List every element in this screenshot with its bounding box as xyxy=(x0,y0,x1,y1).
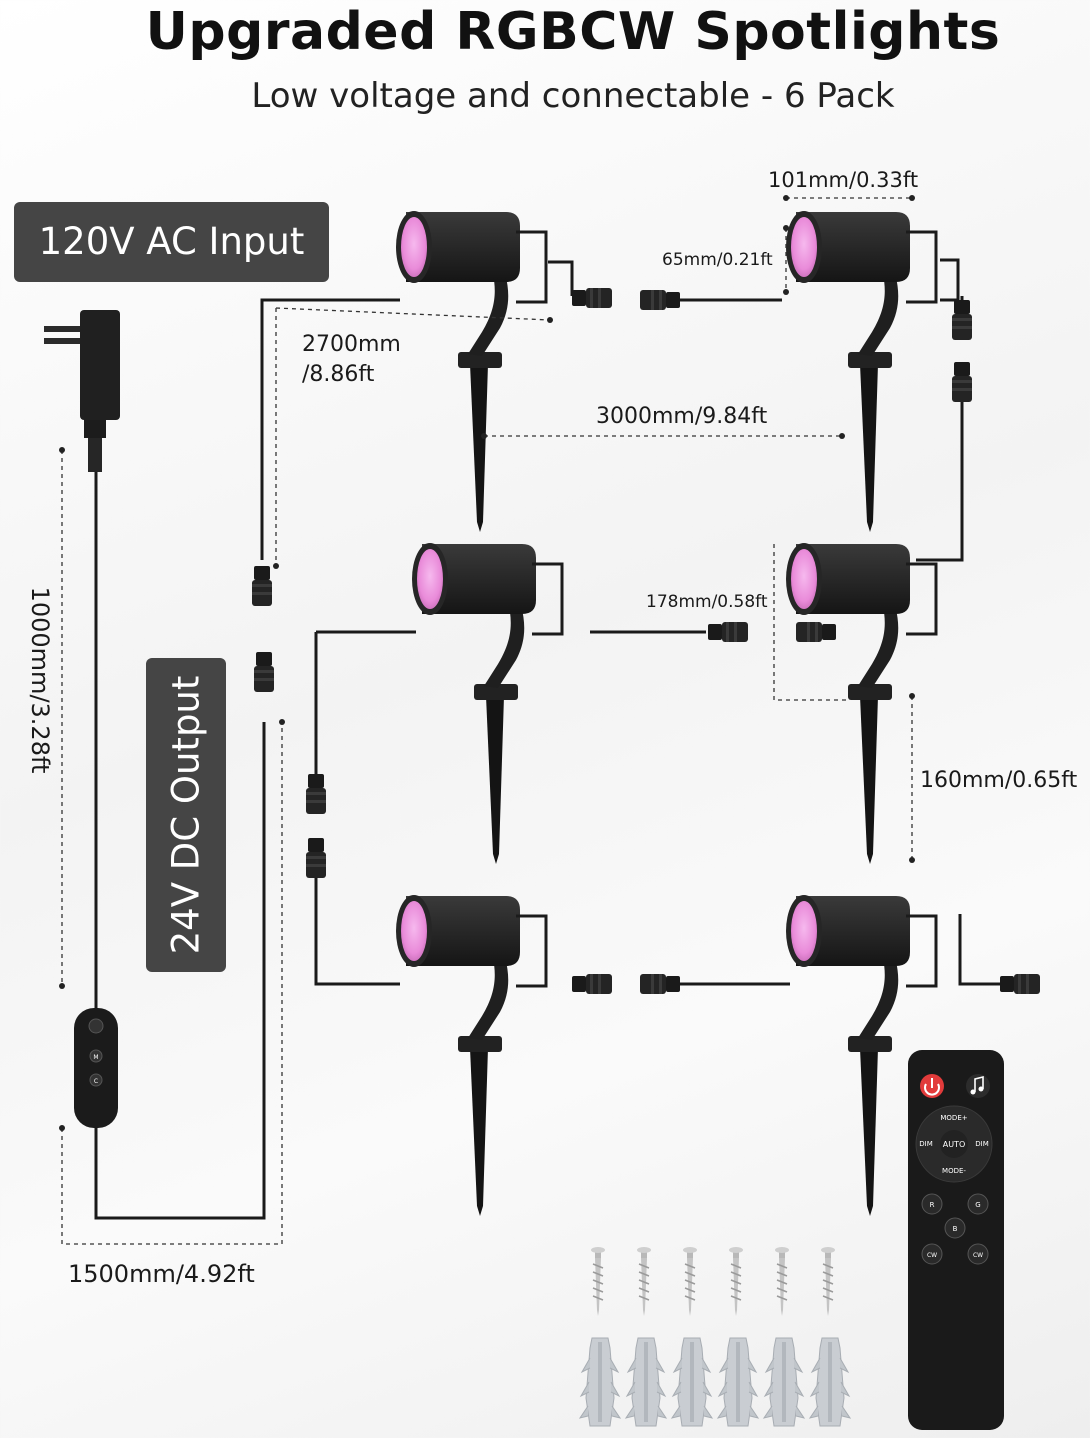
spotlight-4 xyxy=(784,541,938,866)
connector-2 xyxy=(640,290,680,310)
remote-auto: AUTO xyxy=(943,1140,966,1149)
controller-cable-label: 1500mm/4.92ft xyxy=(68,1260,255,1288)
page-title: Upgraded RGBCW Spotlights xyxy=(145,2,1001,62)
adapter-cable-label: 1000mm/3.28ft xyxy=(26,586,54,774)
spotlight-2 xyxy=(784,209,938,534)
page-subtitle: Low voltage and connectable - 6 Pack xyxy=(251,76,895,116)
remote-control: MODE+ MODE- DIM DIM AUTO R G B CW CW M C xyxy=(93,1050,1004,1430)
remote-g: G xyxy=(975,1201,980,1209)
lead-cable-line1: 2700mm xyxy=(302,332,401,357)
connector-1 xyxy=(572,288,612,308)
remote-b: B xyxy=(953,1225,958,1233)
head-width-label: 101mm/0.33ft xyxy=(768,168,919,192)
connector-3 xyxy=(952,300,972,340)
connector-9 xyxy=(572,974,612,994)
remote-cw-left: CW xyxy=(927,1252,937,1259)
connector-5 xyxy=(708,622,748,642)
dc-output-badge: 24V DC Output xyxy=(146,658,226,972)
controller-mode-label: M xyxy=(93,1054,98,1061)
connector-10 xyxy=(640,974,680,994)
connector-6 xyxy=(796,622,836,642)
controller-color-label: C xyxy=(94,1078,98,1085)
remote-mode-down: MODE- xyxy=(942,1167,966,1175)
connector-8 xyxy=(306,838,326,878)
stake-length-label: 160mm/0.65ft xyxy=(920,768,1078,793)
connector-11 xyxy=(1000,974,1040,994)
connector-cable-label: 178mm/0.58ft xyxy=(646,592,768,612)
wall-anchors xyxy=(579,1337,851,1427)
connector-7 xyxy=(306,774,326,814)
head-height-label: 65mm/0.21ft xyxy=(662,250,773,270)
light-spacing-label: 3000mm/9.84ft xyxy=(596,404,768,429)
connector-13 xyxy=(254,652,274,692)
mounting-screws xyxy=(590,1246,836,1317)
cables xyxy=(94,258,1000,1220)
remote-mode-up: MODE+ xyxy=(940,1114,967,1122)
connector-12 xyxy=(252,566,272,606)
spotlight-5 xyxy=(394,893,548,1218)
remote-cw-right: CW xyxy=(973,1252,983,1259)
spotlight-3 xyxy=(410,541,564,866)
remote-dim-left: DIM xyxy=(919,1140,933,1148)
connector-4 xyxy=(952,362,972,402)
dimension-dots xyxy=(59,195,915,1131)
inline-controller xyxy=(74,1008,118,1128)
remote-r: R xyxy=(930,1201,935,1209)
power-adapter xyxy=(44,310,120,472)
dimension-lines xyxy=(61,197,913,1245)
ac-input-badge: 120V AC Input xyxy=(14,202,329,282)
lead-cable-label: 2700mm /8.86ft xyxy=(302,330,401,390)
remote-dim-right: DIM xyxy=(975,1140,989,1148)
lead-cable-line2: /8.86ft xyxy=(302,362,375,387)
spotlight-1 xyxy=(394,209,548,534)
